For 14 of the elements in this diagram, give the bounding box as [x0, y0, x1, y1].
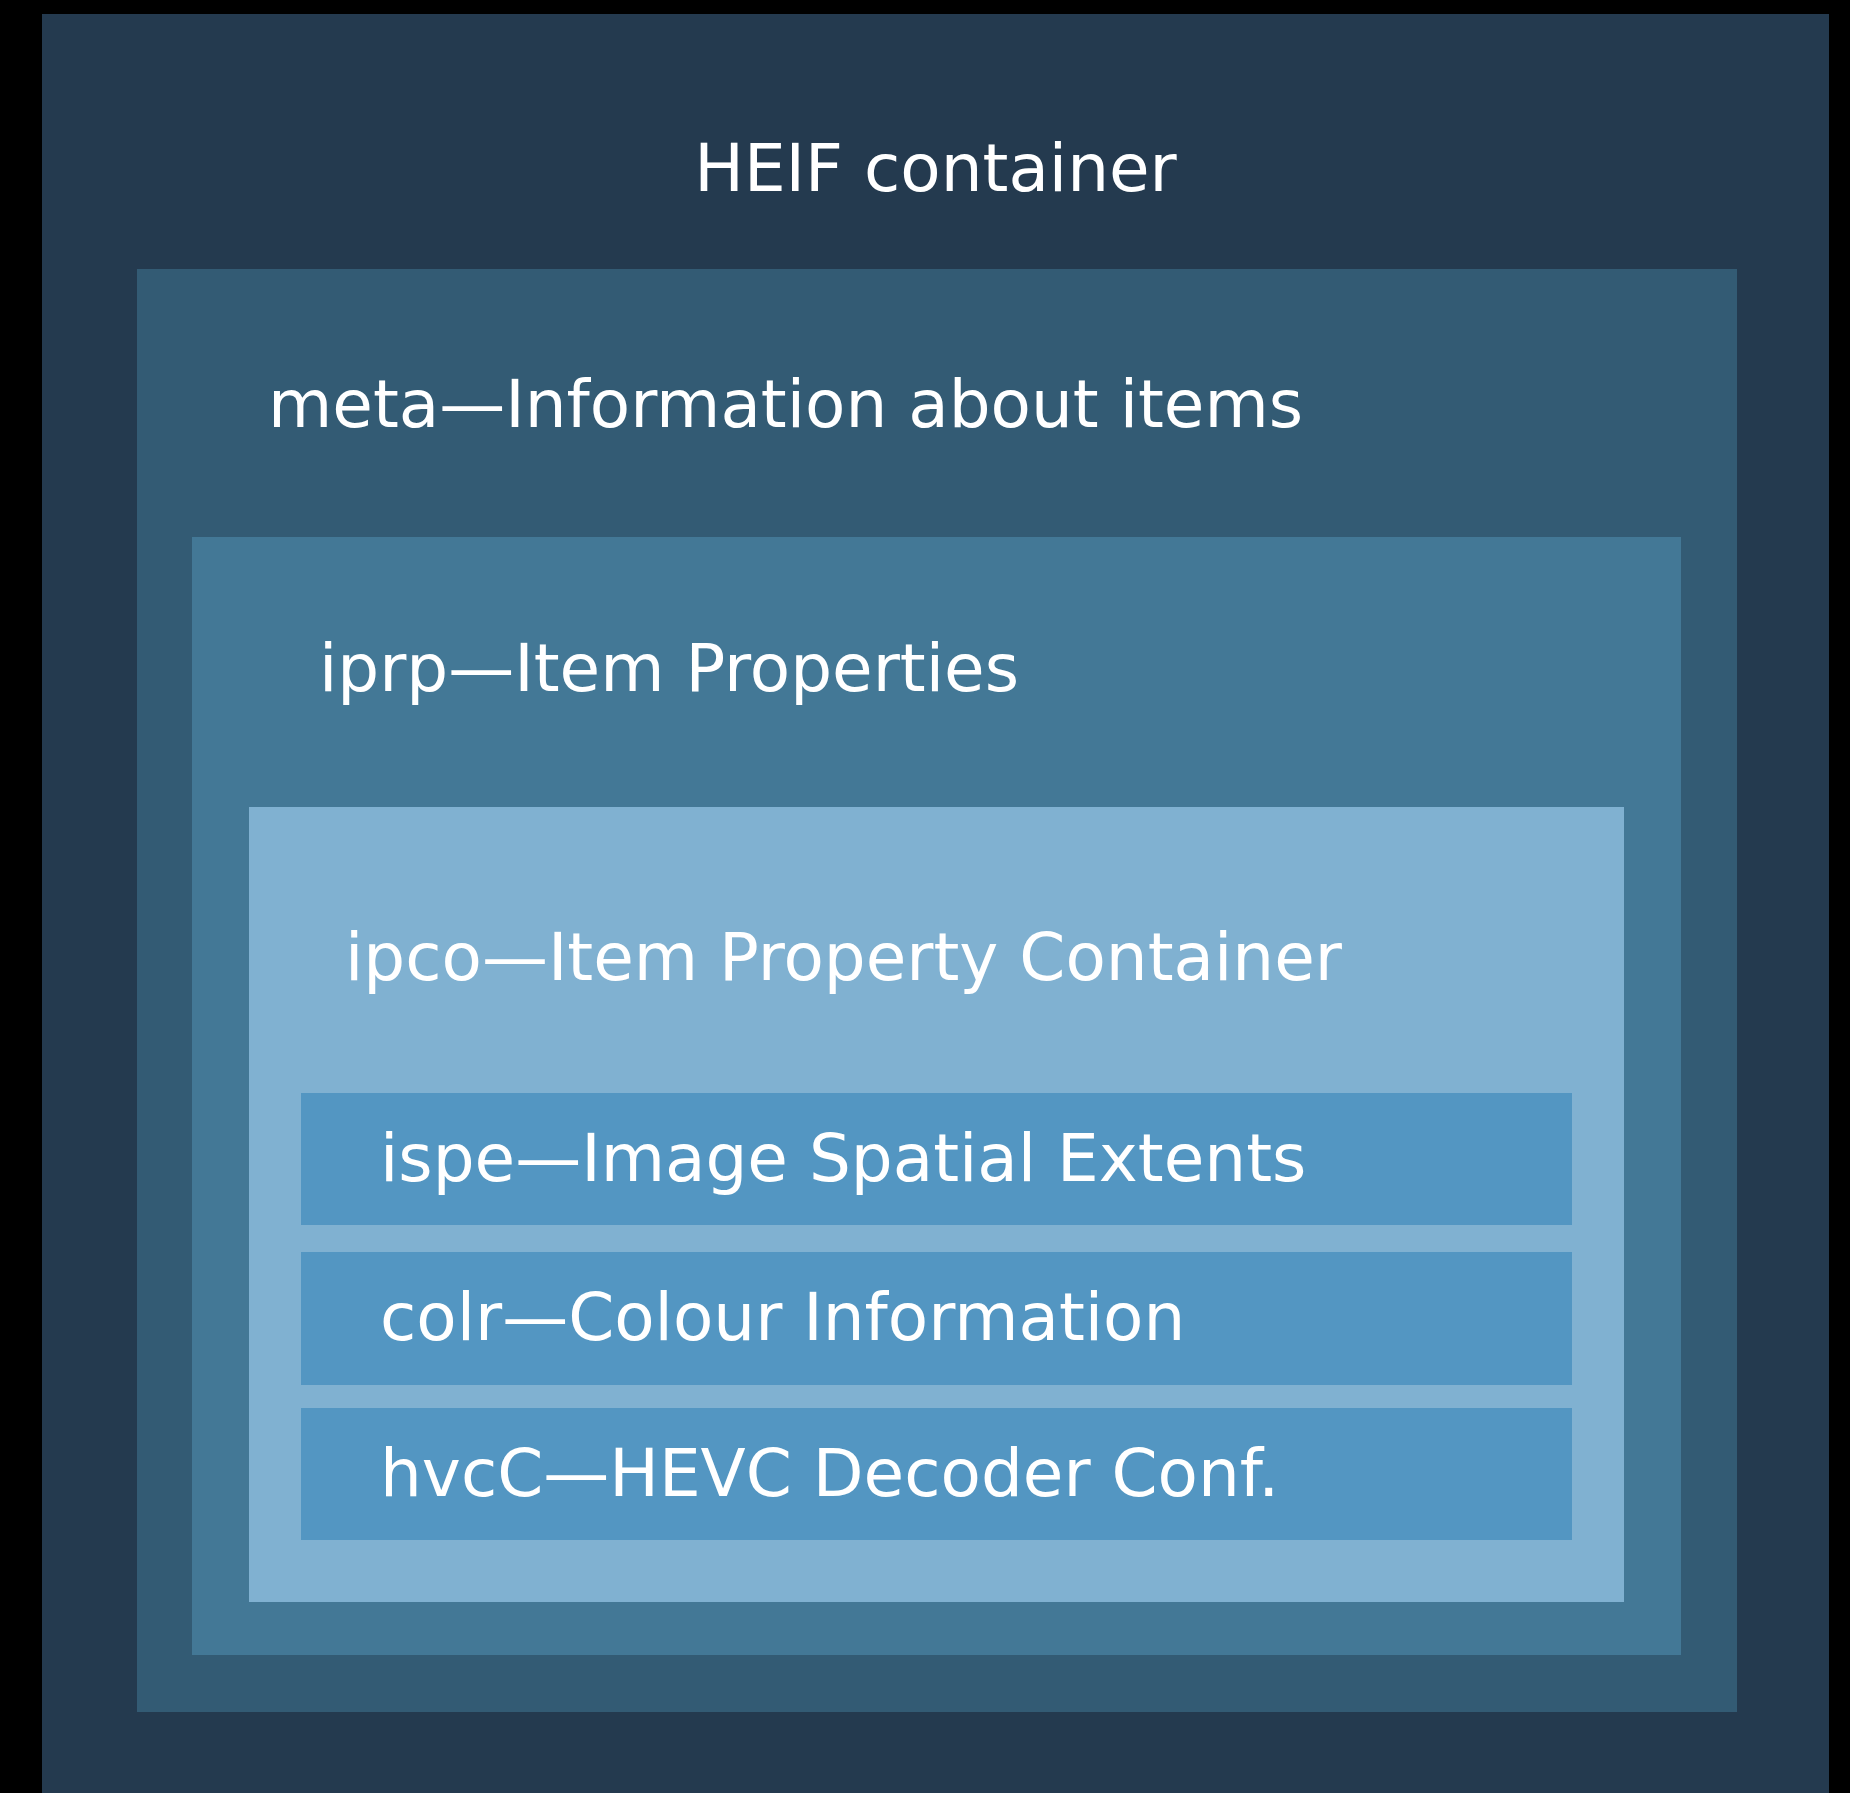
- property-box: [301, 1408, 1572, 1540]
- property-label: ispe—Image Spatial Extents: [380, 1119, 1307, 1199]
- box-title: meta—Information about items: [268, 365, 1304, 445]
- container-box: [137, 269, 1737, 1712]
- container-box: [249, 807, 1624, 1602]
- container-title: HEIF container: [694, 129, 1177, 209]
- box-title: iprp—Item Properties: [319, 629, 1020, 709]
- property-box: [301, 1252, 1572, 1385]
- property-label: hvcC—HEVC Decoder Conf.: [380, 1434, 1280, 1514]
- box-title: ipco—Item Property Container: [345, 918, 1342, 998]
- container-box: [42, 14, 1829, 1793]
- container-box: [192, 537, 1681, 1655]
- property-label: colr—Colour Information: [380, 1278, 1186, 1358]
- property-box: [301, 1093, 1572, 1225]
